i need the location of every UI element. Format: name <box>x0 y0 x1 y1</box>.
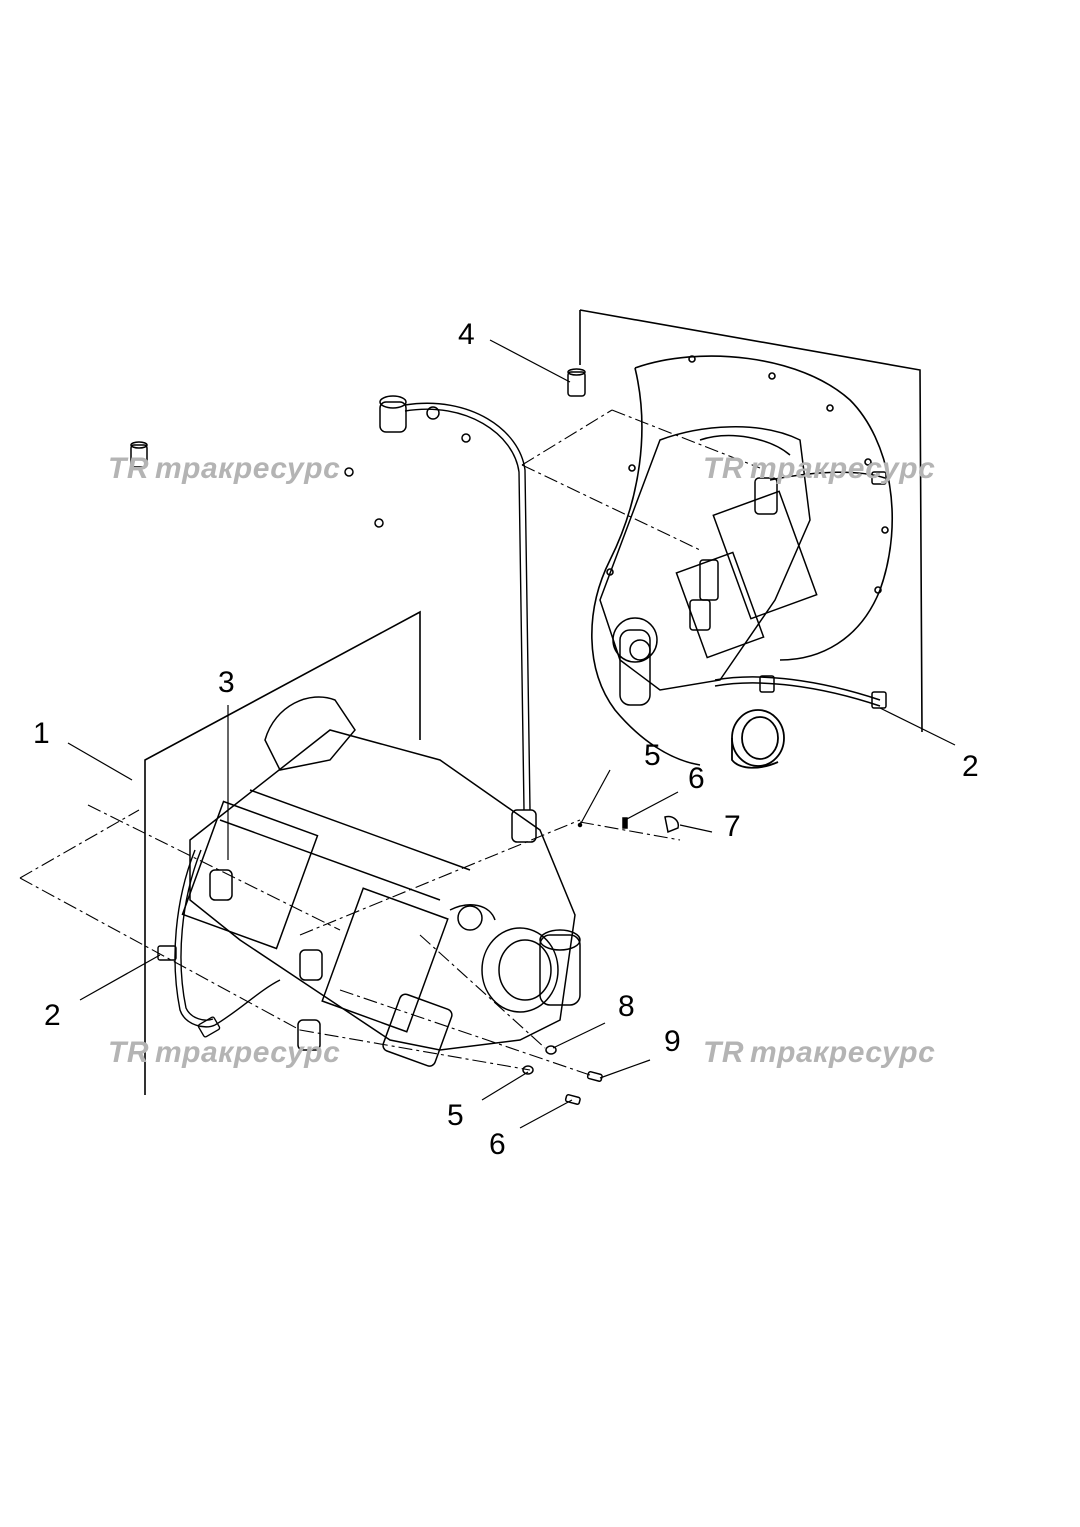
callout-5-bottom: 5 <box>447 1099 464 1132</box>
hardware-parts <box>522 815 680 1105</box>
right-flange-housing <box>591 355 894 766</box>
leader-lines <box>67 339 956 1129</box>
left-hose-lines <box>157 402 531 1038</box>
watermark-text: тракресурс <box>155 1036 341 1069</box>
callout-3: 3 <box>218 666 235 699</box>
callout-1: 1 <box>33 717 50 750</box>
right-pump-body <box>599 426 818 706</box>
part-1-pin <box>130 441 148 468</box>
watermark-text: тракресурс <box>155 452 341 485</box>
watermark-logo: TR <box>108 452 149 485</box>
left-mounting-plane <box>144 610 421 1095</box>
watermark-text: тракресурс <box>750 1036 936 1069</box>
callout-9: 9 <box>664 1025 681 1058</box>
watermark-logo: TR <box>703 1036 744 1069</box>
callout-2-left: 2 <box>44 999 61 1032</box>
callout-6-top: 6 <box>688 762 705 795</box>
callout-4: 4 <box>458 318 475 351</box>
right-seal-ring <box>731 709 785 769</box>
callout-5-top: 5 <box>644 739 661 772</box>
right-mounting-plane <box>579 309 923 733</box>
watermark-logo: TR <box>703 452 744 485</box>
left-connectors <box>209 395 537 1051</box>
watermark-text: тракресурс <box>750 452 936 485</box>
callout-2-right: 2 <box>962 750 979 783</box>
left-pump-body <box>181 696 581 1067</box>
watermark-logo: TR <box>108 1036 149 1069</box>
callout-6-bottom: 6 <box>489 1128 506 1161</box>
right-pipe-line <box>714 471 887 709</box>
left-alignment-lines <box>19 804 681 1076</box>
part-4-pin <box>567 368 586 397</box>
right-alignment-lines <box>521 409 761 551</box>
callout-7: 7 <box>724 810 741 843</box>
callout-8: 8 <box>618 990 635 1023</box>
